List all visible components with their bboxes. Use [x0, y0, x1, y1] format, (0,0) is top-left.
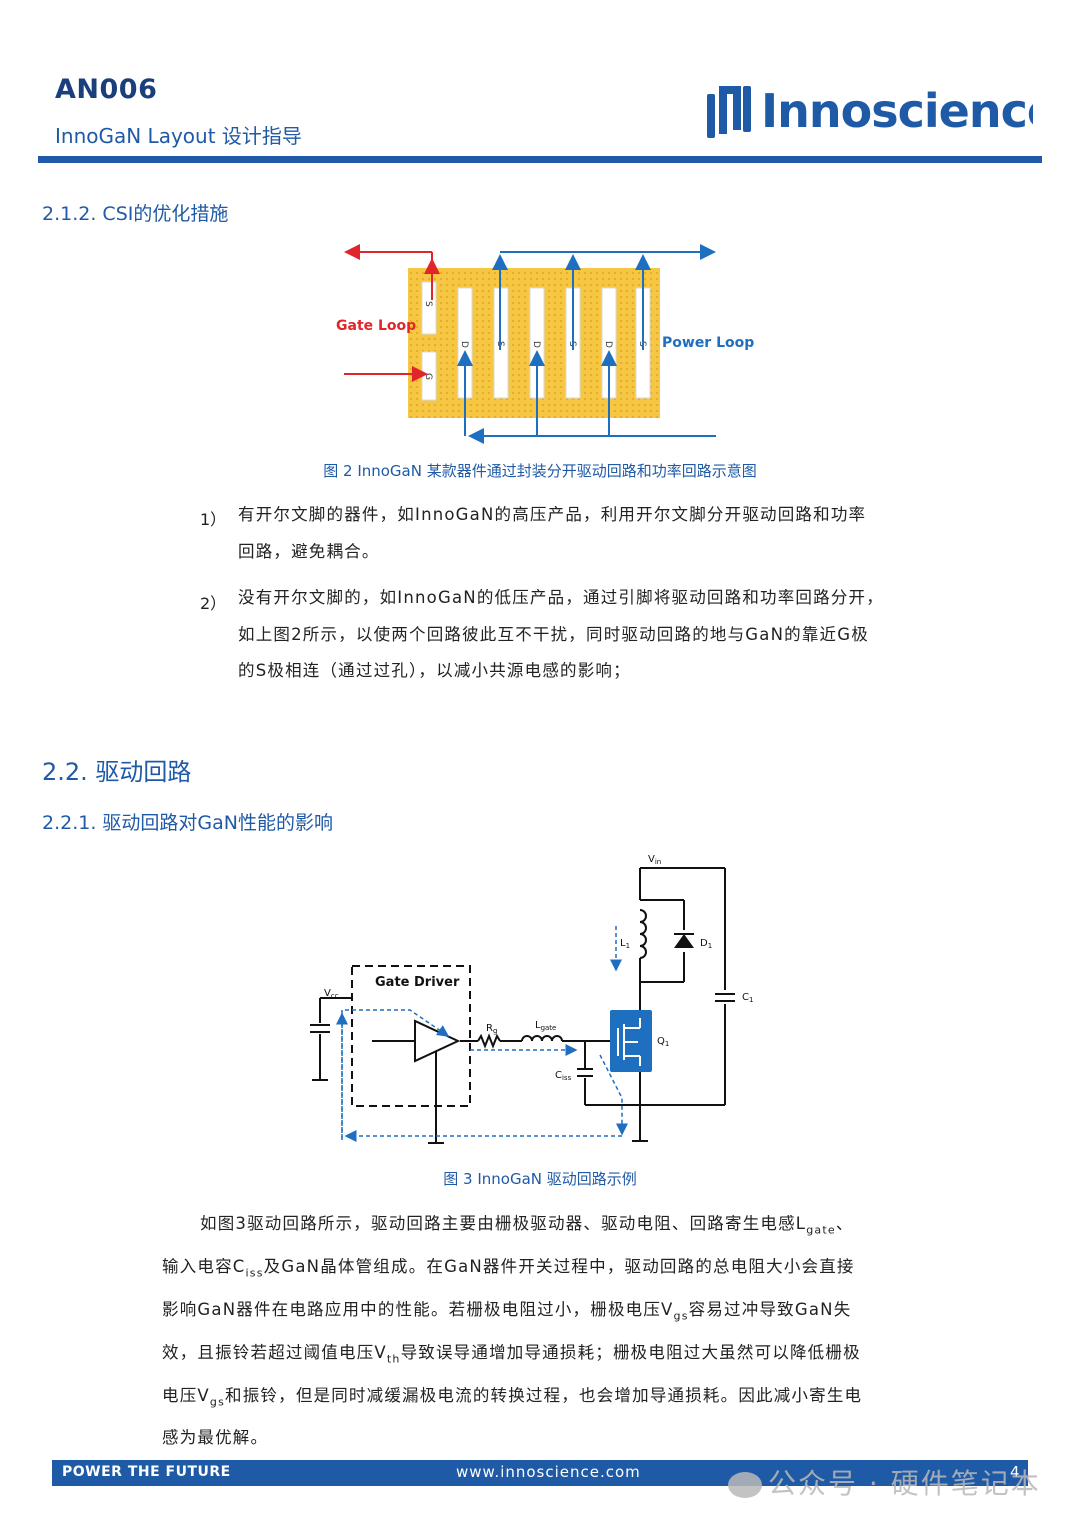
pad-s-kelvin	[421, 281, 437, 335]
footer-bar	[52, 1460, 1028, 1486]
q1-label: Q1	[657, 1036, 669, 1048]
ground-icon	[312, 1079, 648, 1144]
vin-label: Vin	[648, 854, 661, 866]
wechat-icon	[728, 1472, 762, 1498]
list-item-2: 没有开尔文脚的，如InnoGaN的低压产品，通过引脚将驱动回路和功率回路分开， …	[238, 580, 884, 690]
document-id: AN006	[55, 74, 158, 105]
list-item-2-line: 如上图2所示，以使两个回路彼此互不干扰，同时驱动回路的地与GaN的靠近G极	[238, 624, 869, 644]
resistor-rg	[477, 1033, 501, 1049]
pin-label: D	[459, 341, 469, 348]
header-rule	[38, 156, 1042, 163]
list-item-1-line: 有开尔文脚的器件，如InnoGaN的高压产品，利用开尔文脚分开驱动回路和功率	[238, 505, 867, 524]
gate-driver-box	[351, 965, 471, 1107]
pin-label: D	[531, 341, 541, 348]
inductor-l1	[639, 909, 647, 959]
vcc-label: Vcc	[324, 988, 339, 1000]
rg-label: Rg	[486, 1023, 497, 1035]
inductor-lgate	[521, 1035, 563, 1042]
section-heading-2-2-1: 2.2.1. 驱动回路对GaN性能的影响	[42, 812, 334, 834]
figure-3-gate-drive-circuit: Vin L1 D1 C1 Q1 Vcc Rg Lgate Ciss Gate D…	[310, 854, 753, 1144]
figure-2-package-diagram: S G D S D S D S Gate Loop Power Loop	[336, 244, 754, 444]
list-item-1-line: 回路，避免耦合。	[238, 541, 380, 561]
d1-label: D1	[700, 938, 712, 950]
pin-label: D	[603, 341, 613, 348]
logo-mark-icon	[707, 86, 751, 138]
section-heading-2-2: 2.2. 驱动回路	[42, 758, 192, 786]
footer-url[interactable]: www.innoscience.com	[456, 1463, 641, 1481]
list-item-1-number: 1）	[200, 510, 227, 529]
document-subtitle: InnoGaN Layout 设计指导	[55, 124, 302, 148]
list-item-2-line: 没有开尔文脚的，如InnoGaN的低压产品，通过引脚将驱动回路和功率回路分开，	[238, 588, 884, 607]
l1-label: L1	[620, 938, 630, 950]
diode-d1	[674, 934, 694, 948]
gate-driver-label: Gate Driver	[375, 975, 460, 990]
ciss-label: Ciss	[555, 1070, 572, 1082]
footer-slogan: POWER THE FUTURE	[62, 1464, 231, 1480]
gate-loop-label: Gate Loop	[336, 318, 416, 334]
figure-2-caption: 图 2 InnoGaN 某款器件通过封装分开驱动回路和功率回路示意图	[323, 462, 757, 480]
body-paragraph: 如图3驱动回路所示，驱动回路主要由栅极驱动器、驱动电阻、回路寄生电感Lgate、…	[162, 1214, 863, 1448]
innoscience-logo: Innoscience	[707, 84, 1033, 138]
figure-3-caption: 图 3 InnoGaN 驱动回路示例	[443, 1170, 637, 1188]
power-loop-label: Power Loop	[662, 335, 754, 351]
list-item-2-line: 的S极相连（通过过孔），以减小共源电感的影响；	[238, 661, 631, 681]
pin-label: G	[423, 373, 433, 380]
watermark: 公众号 · 硬件笔记本	[728, 1462, 1041, 1502]
c1-label: C1	[742, 992, 753, 1004]
pin-label: S	[423, 301, 433, 307]
section-heading-2-1-2: 2.1.2. CSI的优化措施	[42, 203, 229, 225]
page-number: 4	[1010, 1463, 1020, 1481]
logo-text: Innoscience	[761, 84, 1033, 138]
list-item-1: 有开尔文脚的器件，如InnoGaN的高压产品，利用开尔文脚分开驱动回路和功率 回…	[238, 497, 866, 570]
list-item-2-number: 2）	[200, 594, 227, 613]
lgate-label: Lgate	[535, 1020, 556, 1032]
